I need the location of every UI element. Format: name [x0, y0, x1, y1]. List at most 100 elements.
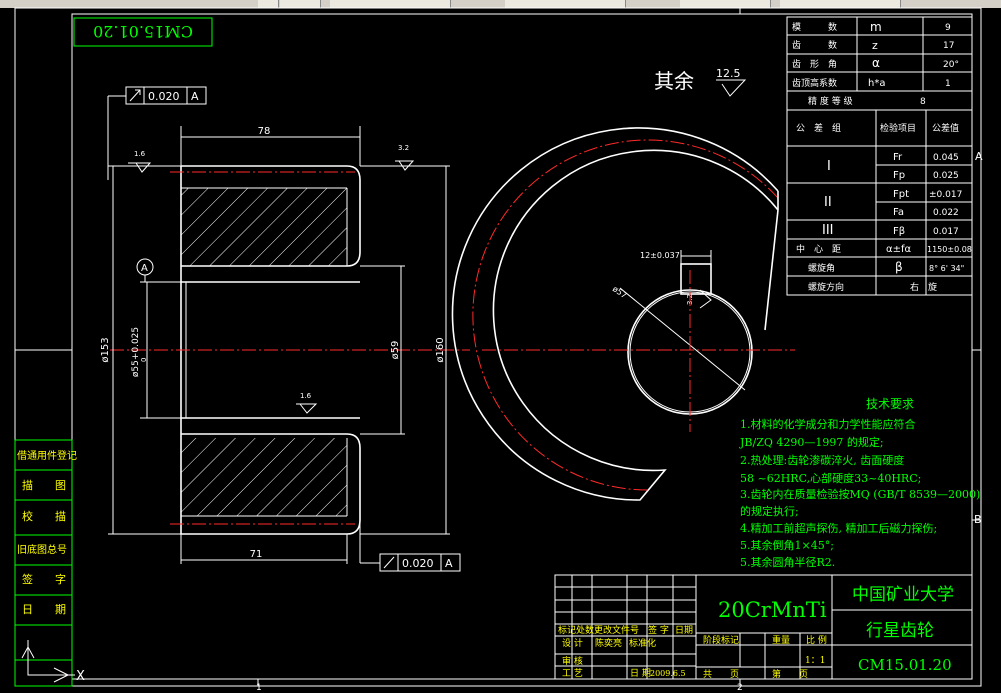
drawing-frame: [71, 13, 973, 680]
svg-text:模 数: 模 数: [792, 21, 837, 33]
svg-text:3.2: 3.2: [398, 144, 409, 152]
technical-requirements: 技术要求 1.材料的化学成分和力学性能应符合 JB/ZQ 4290—1997 的…: [739, 397, 980, 569]
svg-text:1.6: 1.6: [300, 392, 312, 400]
svg-text:日 期: 日 期: [630, 668, 651, 679]
svg-text:2009.6.5: 2009.6.5: [650, 669, 686, 678]
toolbar-tab[interactable]: [780, 0, 901, 8]
svg-text:0.017: 0.017: [933, 227, 959, 237]
svg-text:1150±0.08: 1150±0.08: [927, 245, 972, 254]
svg-text:12±0.037: 12±0.037: [640, 251, 680, 260]
grid-letter: B: [974, 513, 982, 526]
svg-text:ø57: ø57: [611, 284, 629, 300]
svg-text:β: β: [895, 260, 903, 274]
grid-number: 1: [256, 683, 262, 693]
svg-text:A: A: [191, 90, 199, 103]
svg-text:1: 1: [945, 79, 951, 89]
svg-text:重量: 重量: [772, 634, 790, 646]
svg-text:标记处数: 标记处数: [558, 624, 594, 636]
drawing-code: CM15.01.20: [93, 22, 193, 41]
svg-text:II: II: [824, 195, 832, 210]
material-label: 20CrMnTi: [718, 598, 827, 622]
svg-text:日 期: 日 期: [22, 603, 66, 616]
svg-text:Fβ: Fβ: [893, 226, 905, 237]
svg-text:中 心 距: 中 心 距: [796, 243, 841, 255]
toolbar-tab[interactable]: [680, 0, 771, 8]
svg-text:Fr: Fr: [893, 152, 903, 163]
svg-text:±0.017: ±0.017: [929, 190, 962, 200]
svg-text:0.020: 0.020: [148, 90, 180, 103]
svg-text:1.6: 1.6: [134, 150, 146, 158]
svg-text:20°: 20°: [943, 60, 959, 70]
svg-text:0: 0: [140, 358, 148, 362]
svg-text:3.齿轮内在质量检验按MQ (GB/T 8539—2000): 3.齿轮内在质量检验按MQ (GB/T 8539—2000): [740, 487, 980, 501]
svg-text:Fpt: Fpt: [893, 189, 909, 200]
svg-text:螺旋方向: 螺旋方向: [808, 281, 844, 293]
svg-text:齿 形 角: 齿 形 角: [792, 58, 837, 70]
svg-text:审 核: 审 核: [562, 655, 583, 667]
svg-text:借通用件登记: 借通用件登记: [17, 449, 77, 462]
cad-toolbar-strip: [0, 0, 1001, 8]
svg-text:8: 8: [920, 97, 926, 107]
dimensions-left-view: 78 71 ø153 ø55+0.025 0 ø59 ø160 1.6 3.2 …: [100, 126, 450, 564]
toolbar-button[interactable]: [258, 0, 279, 8]
svg-text:1.材料的化学成分和力学性能应符合: 1.材料的化学成分和力学性能应符合: [740, 417, 916, 431]
svg-text:标准化: 标准化: [629, 637, 656, 649]
svg-text:齿顶高系数: 齿顶高系数: [792, 77, 837, 89]
svg-text:Fa: Fa: [893, 207, 904, 218]
grid-number: 2: [737, 683, 743, 693]
svg-text:JB/ZQ 4290—1997 的规定;: JB/ZQ 4290—1997 的规定;: [739, 435, 884, 449]
svg-text:的规定执行;: 的规定执行;: [740, 504, 799, 518]
svg-text:描 图: 描 图: [22, 478, 66, 492]
ucs-icon: X: [21, 640, 85, 684]
svg-text:签 字: 签 字: [648, 624, 669, 636]
svg-text:ø160: ø160: [435, 337, 446, 362]
gear-section-view: [110, 165, 470, 535]
university-name: 中国矿业大学: [852, 585, 954, 605]
svg-text:签 字: 签 字: [22, 572, 66, 586]
svg-text:h*a: h*a: [868, 78, 885, 89]
svg-text:工 艺: 工 艺: [562, 668, 583, 679]
drawing-code-box: [73, 17, 213, 47]
svg-text:设 计: 设 计: [562, 637, 583, 649]
svg-text:阶段标记: 阶段标记: [703, 634, 739, 646]
svg-text:5.其余倒角1×45°;: 5.其余倒角1×45°;: [740, 538, 834, 552]
svg-text:ø59: ø59: [390, 341, 401, 360]
svg-text:旧底图总号: 旧底图总号: [17, 543, 67, 556]
svg-text:日期: 日期: [675, 625, 693, 636]
svg-text:A: A: [445, 557, 453, 570]
svg-text:螺旋角: 螺旋角: [808, 262, 835, 274]
svg-text:0.025: 0.025: [933, 171, 959, 181]
svg-text:71: 71: [250, 549, 263, 560]
svg-text:4.精加工前超声探伤, 精加工后磁力探伤;: 4.精加工前超声探伤, 精加工后磁力探伤;: [740, 521, 937, 535]
svg-text:技术要求: 技术要求: [866, 397, 914, 411]
svg-text:X: X: [76, 669, 85, 684]
tolerance-frame-bottom: 0.020 A: [359, 520, 461, 572]
roughness-symbol: [716, 79, 747, 97]
toolbar-tab[interactable]: [505, 0, 626, 8]
svg-text:0.022: 0.022: [933, 208, 959, 218]
svg-text:校 描: 校 描: [22, 509, 66, 523]
part-name: 行星齿轮: [866, 621, 934, 641]
datum-label: A: [141, 263, 148, 274]
svg-text:I: I: [827, 159, 831, 174]
svg-text:第 页: 第 页: [772, 668, 808, 680]
svg-text:齿 数: 齿 数: [792, 39, 837, 51]
svg-text:1：1: 1：1: [805, 656, 825, 666]
svg-text:9: 9: [945, 23, 951, 33]
toolbar-tab[interactable]: [330, 0, 451, 8]
svg-text:精 度 等 级: 精 度 等 级: [808, 95, 853, 107]
svg-text:5.其余圆角半径R2.: 5.其余圆角半径R2.: [740, 555, 835, 569]
svg-text:比 例: 比 例: [806, 634, 827, 646]
svg-text:0.020: 0.020: [402, 557, 434, 570]
svg-text:ø55+0.025: ø55+0.025: [131, 327, 141, 377]
svg-text:m: m: [870, 20, 882, 34]
svg-text:共 页: 共 页: [703, 669, 739, 680]
svg-text:III: III: [822, 223, 834, 238]
svg-text:ø153: ø153: [100, 337, 111, 362]
svg-text:2.热处理:齿轮渗碳淬火, 齿面硬度: 2.热处理:齿轮渗碳淬火, 齿面硬度: [740, 453, 904, 467]
svg-text:公差值: 公差值: [932, 122, 959, 134]
parameter-table: 模 数 m 9 齿 数 z 17 齿 形 角 α 20° 齿顶高系数 h*a 1…: [786, 16, 973, 296]
toolbar-button[interactable]: [280, 0, 321, 8]
svg-text:78: 78: [258, 126, 271, 137]
